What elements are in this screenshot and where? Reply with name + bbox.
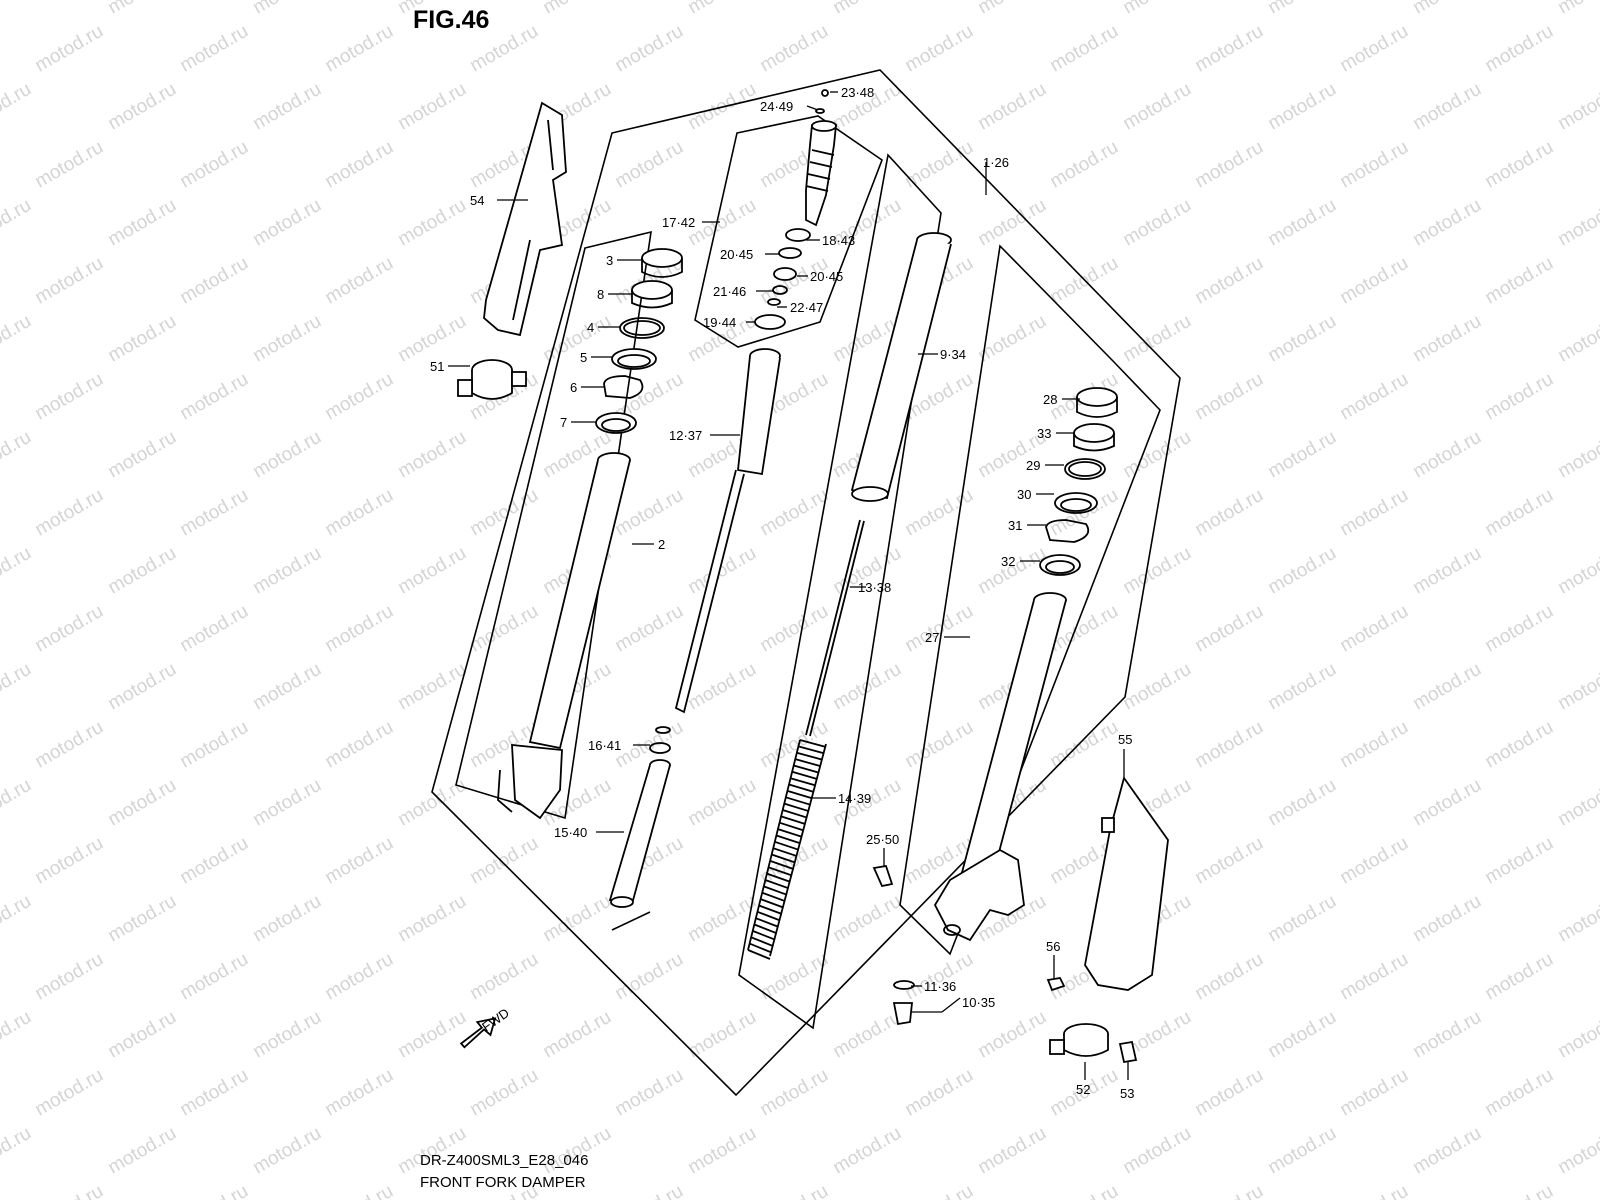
callout-28: 28 [1043, 392, 1057, 407]
fork-clamp-upper [457, 359, 527, 400]
callout-31: 31 [1008, 518, 1022, 533]
callout-17-42: 17·42 [662, 215, 695, 230]
callout-20-45-b: 20·45 [810, 269, 843, 284]
bolt-25 [872, 864, 894, 888]
callout-27: 27 [925, 630, 939, 645]
callout-9-34: 9·34 [940, 347, 966, 362]
damper-rod [649, 348, 781, 754]
diagram-name: FRONT FORK DAMPER [420, 1174, 586, 1191]
callout-56: 56 [1046, 939, 1060, 954]
callout-13-38: 13·38 [858, 580, 891, 595]
callout-29: 29 [1026, 458, 1040, 473]
callout-51: 51 [430, 359, 444, 374]
callout-12-37: 12·37 [669, 428, 702, 443]
left-tube-group-box [455, 230, 652, 820]
damper-push-rod [805, 519, 865, 737]
diagram-code: DR-Z400SML3_E28_046 [420, 1152, 589, 1169]
right-seal-stack [1039, 387, 1118, 576]
fork-spring [747, 739, 827, 960]
right-tube-group-box [899, 244, 1161, 956]
left-rod-box-lower [611, 911, 651, 931]
callout-labels: 23·48 24·49 1·26 54 17·42 18·43 20·45 20… [430, 85, 1134, 1101]
leader-lines [448, 91, 1129, 1080]
callout-33: 33 [1037, 426, 1051, 441]
callout-24-49: 24·49 [760, 99, 793, 114]
drain-bolt-10 [892, 1002, 913, 1026]
callout-5: 5 [580, 350, 587, 365]
callout-10-35: 10·35 [962, 995, 995, 1010]
figure-title: FIG.46 [413, 6, 490, 34]
callout-53: 53 [1120, 1086, 1134, 1101]
callout-15-40: 15·40 [554, 825, 587, 840]
fork-guard-upper [483, 101, 567, 337]
callout-23-48: 23·48 [841, 85, 874, 100]
rebound-spring-tube [608, 759, 671, 908]
callout-4: 4 [587, 320, 594, 335]
callout-3: 3 [606, 253, 613, 268]
inner-tube [850, 232, 952, 502]
callout-19-44: 19·44 [703, 315, 736, 330]
callout-18-43: 18·43 [822, 233, 855, 248]
left-seal-stack [595, 248, 683, 434]
washer-11 [893, 980, 915, 990]
callout-1-26: 1·26 [983, 155, 1009, 170]
callout-11-36: 11·36 [924, 979, 956, 994]
callout-22-47: 22·47 [790, 300, 823, 315]
center-damper-group-box [738, 153, 942, 1030]
assembly-outline [431, 69, 1181, 1097]
callout-30: 30 [1017, 487, 1031, 502]
callout-16-41: 16·41 [588, 738, 621, 753]
callout-54: 54 [470, 193, 484, 208]
callout-21-46: 21·46 [713, 284, 746, 299]
outer-tube-right [933, 592, 1067, 942]
callout-25-50: 25·50 [866, 832, 899, 847]
fork-cap-assembly [754, 89, 837, 330]
callout-32: 32 [1001, 554, 1015, 569]
forward-direction-arrow: FWD [459, 1005, 512, 1049]
callout-6: 6 [570, 380, 577, 395]
callout-52: 52 [1076, 1082, 1090, 1097]
callout-14-39: 14·39 [838, 791, 871, 806]
fwd-label: FWD [479, 1005, 512, 1034]
fork-clamp-lower [1049, 1023, 1109, 1057]
bolt-53 [1118, 1040, 1138, 1064]
callout-7: 7 [560, 415, 567, 430]
fork-guard-lower [1084, 775, 1169, 991]
callout-2: 2 [658, 537, 665, 552]
callout-55: 55 [1118, 732, 1132, 747]
outer-tube-left [497, 452, 631, 820]
callout-8: 8 [597, 287, 604, 302]
callout-20-45-a: 20·45 [720, 247, 753, 262]
cap-group-box [694, 115, 883, 348]
bolt-56 [1046, 977, 1066, 992]
